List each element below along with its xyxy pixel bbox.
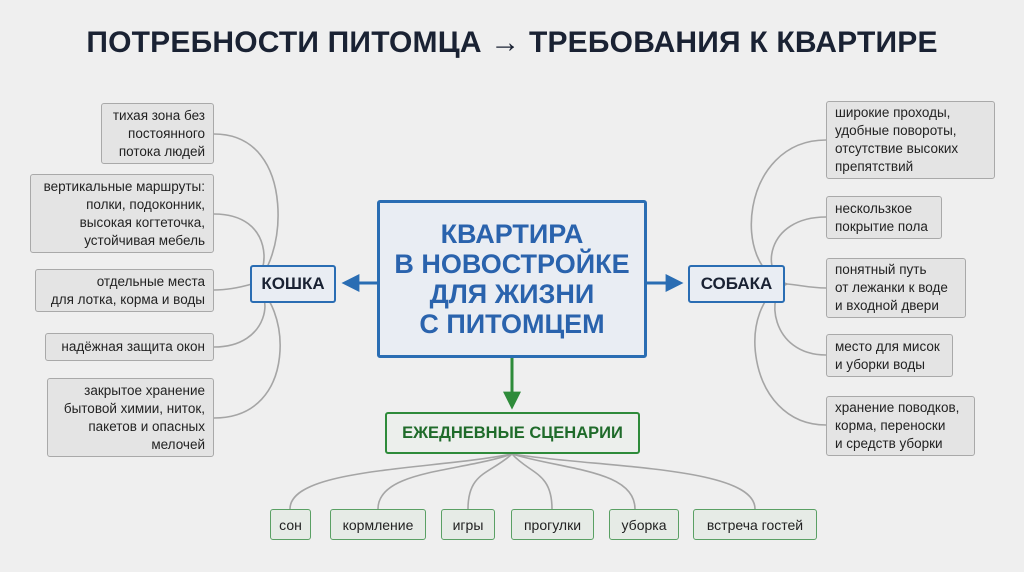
scen-link-3 (467, 453, 513, 510)
central-node: КВАРТИРА В НОВОСТРОЙКЕ ДЛЯ ЖИЗНИ С ПИТОМ… (377, 200, 647, 358)
dog-link-3 (786, 283, 827, 289)
scenario-walks: прогулки (511, 509, 594, 540)
dog-hub: СОБАКА (688, 265, 785, 303)
cat-hub: КОШКА (250, 265, 336, 303)
scen-link-2 (377, 453, 513, 510)
scenario-sleep: сон (270, 509, 311, 540)
scenarios-hub: ЕЖЕДНЕВНЫЕ СЦЕНАРИИ (385, 412, 640, 454)
scen-link-5 (511, 453, 636, 510)
cat-link-1 (213, 133, 279, 285)
dog-need-clear-path: понятный путь от лежанки к воде и входно… (826, 258, 966, 318)
cat-need-window-protection: надёжная защита окон (45, 333, 214, 361)
scen-link-6 (511, 453, 756, 510)
cat-link-3 (213, 283, 253, 291)
scen-link-1 (289, 453, 513, 510)
page-title: ПОТРЕБНОСТИ ПИТОМЦА → ТРЕБОВАНИЯ К КВАРТ… (86, 26, 938, 59)
cat-need-closed-storage: закрытое хранение бытовой химии, ниток, … (47, 378, 214, 457)
cat-link-5 (213, 283, 281, 419)
dog-need-bowls-place: место для мисок и уборки воды (826, 334, 953, 377)
dog-need-storage: хранение поводков, корма, переноски и ср… (826, 396, 975, 456)
dog-need-wide-passages: широкие проходы, удобные повороты, отсут… (826, 101, 995, 179)
scenario-guests: встреча гостей (693, 509, 817, 540)
cat-need-vertical-routes: вертикальные маршруты: полки, подоконник… (30, 174, 214, 253)
cat-need-separate-places: отдельные места для лотка, корма и воды (35, 269, 214, 312)
dog-need-nonslip-floor: нескользкое покрытие пола (826, 196, 942, 239)
scenario-cleaning: уборка (609, 509, 679, 540)
scenario-games: игры (441, 509, 495, 540)
scen-link-4 (511, 453, 553, 510)
dog-link-1 (750, 139, 827, 285)
cat-need-quiet-zone: тихая зона без постоянного потока людей (101, 103, 214, 164)
scenario-feeding: кормление (330, 509, 426, 540)
